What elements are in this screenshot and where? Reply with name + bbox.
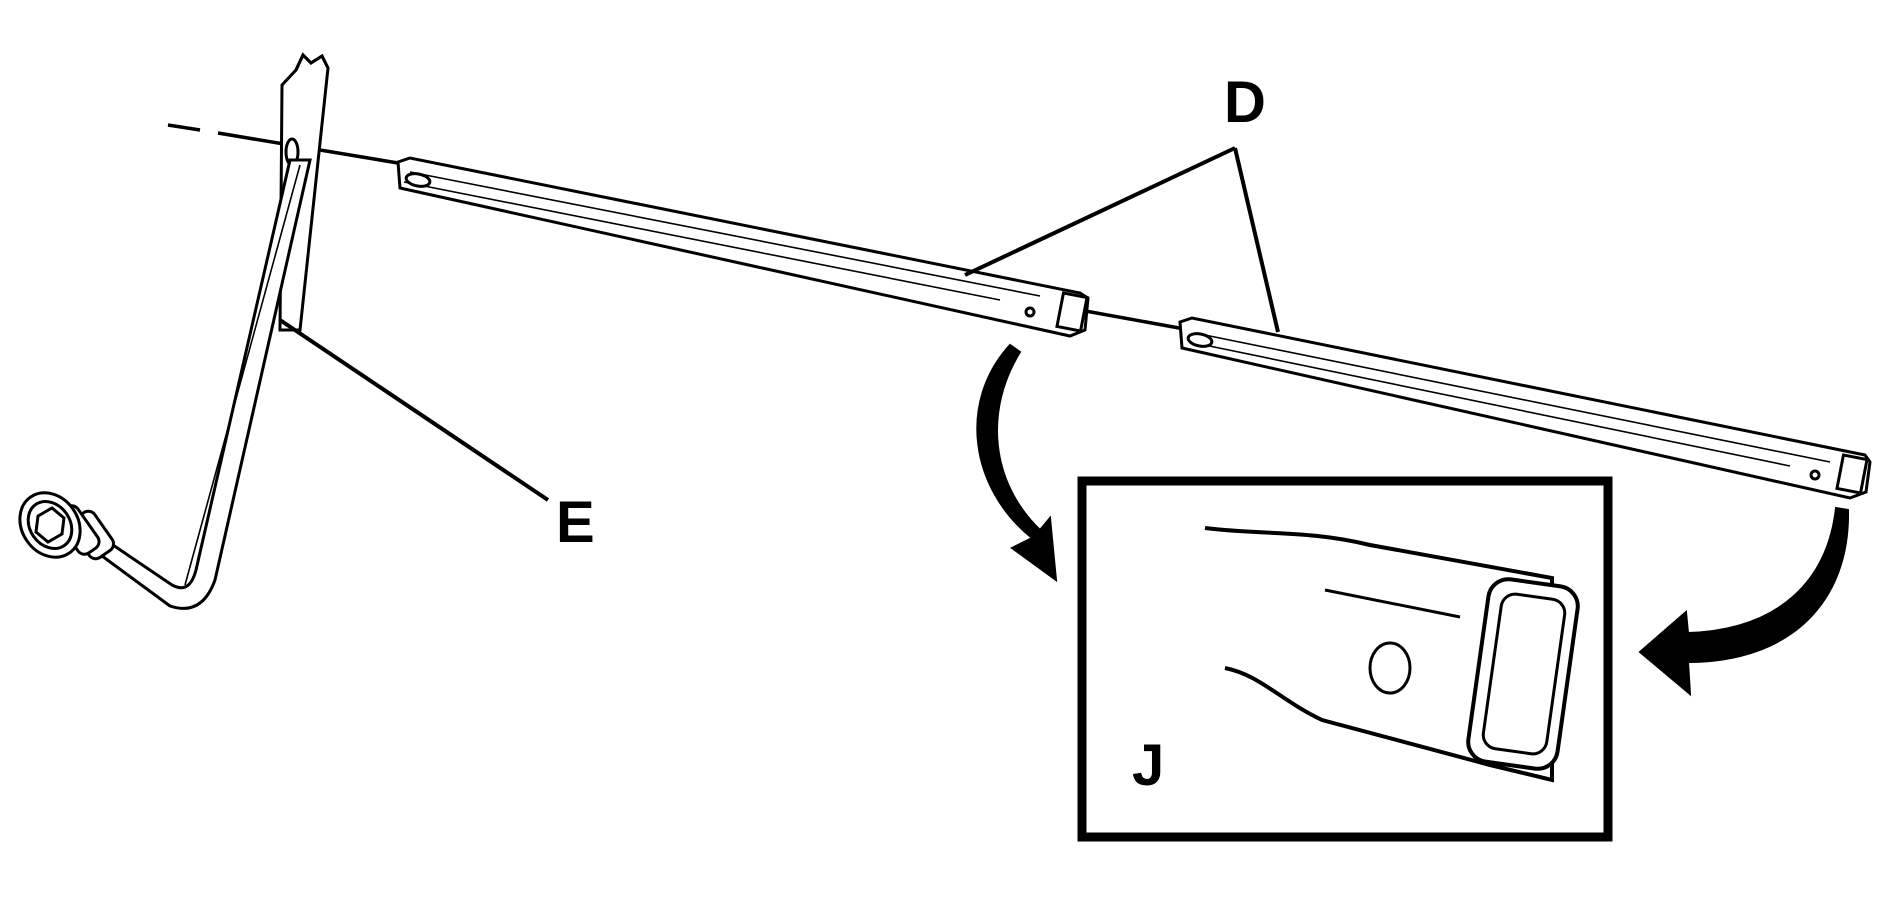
arrows	[976, 343, 1850, 697]
label-j: J	[1132, 733, 1164, 798]
leader-d-1	[964, 146, 1236, 277]
leader-d-2	[1233, 147, 1280, 333]
detail-inset	[1077, 476, 1613, 842]
extension-bar-1	[396, 156, 1090, 338]
jack-handle-e	[18, 158, 312, 610]
arrow-left-icon	[976, 343, 1058, 583]
label-d: D	[1224, 70, 1266, 135]
leader-e	[278, 318, 550, 502]
inset-tube-detail	[1204, 526, 1580, 783]
socket-head	[18, 491, 82, 559]
extension-bar-2	[1178, 316, 1872, 500]
arrow-right-icon	[1638, 506, 1850, 697]
label-e: E	[556, 490, 595, 555]
